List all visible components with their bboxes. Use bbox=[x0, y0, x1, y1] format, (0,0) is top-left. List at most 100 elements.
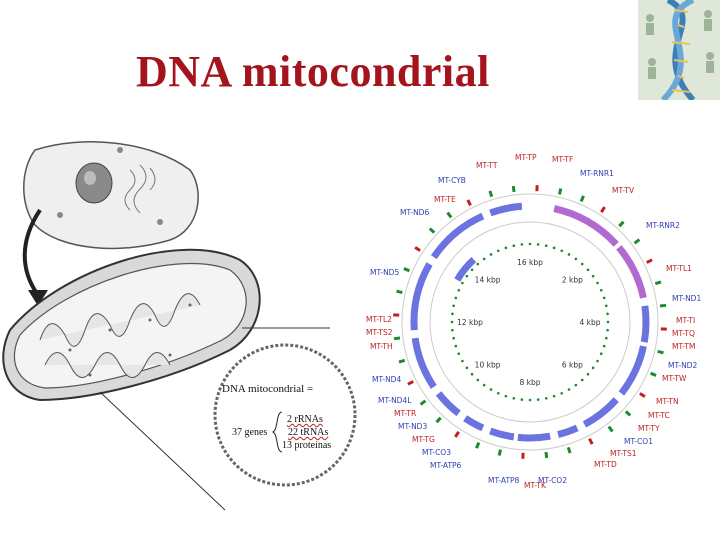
inner-dot bbox=[512, 396, 516, 400]
slide-title: DNA mitocondrial bbox=[136, 47, 490, 96]
trna-marker bbox=[435, 416, 442, 424]
inner-dot bbox=[476, 378, 480, 382]
gene-block bbox=[618, 345, 647, 396]
inner-dot bbox=[451, 312, 454, 316]
trna-marker bbox=[488, 190, 494, 198]
inner-dot bbox=[591, 366, 595, 370]
trna-marker bbox=[566, 446, 572, 454]
inner-dot bbox=[451, 328, 454, 332]
inner-dot bbox=[552, 246, 556, 250]
trna-marker bbox=[659, 303, 667, 308]
inner-dot bbox=[544, 244, 548, 248]
brace-icon bbox=[272, 411, 283, 453]
trna-marker bbox=[403, 267, 410, 273]
gene-label: MT-ND3 bbox=[398, 422, 427, 431]
trna-marker bbox=[497, 449, 502, 456]
gene-label: MT-TT bbox=[476, 161, 498, 170]
trna-marker bbox=[624, 410, 632, 417]
caption-gene-count: 37 genes bbox=[232, 427, 268, 438]
inner-dot bbox=[461, 359, 464, 363]
caption-rrna: 2 rRNAs bbox=[287, 414, 323, 425]
map-outer-guide bbox=[401, 193, 659, 451]
gene-block bbox=[454, 256, 477, 282]
inner-dot bbox=[536, 398, 540, 401]
inner-dot bbox=[450, 320, 454, 324]
inner-dot bbox=[591, 274, 595, 278]
trna-marker bbox=[646, 258, 653, 264]
trna-marker bbox=[407, 380, 414, 386]
inner-dot bbox=[586, 268, 590, 272]
gene-label: MT-TV bbox=[612, 186, 635, 195]
inner-dot bbox=[470, 372, 474, 376]
inner-dot bbox=[602, 296, 606, 300]
gene-label: MT-TC bbox=[648, 411, 670, 420]
trna-marker bbox=[454, 431, 460, 438]
caption-trna: 22 tRNAs bbox=[288, 427, 329, 438]
trna-marker bbox=[396, 289, 403, 294]
trna-marker bbox=[657, 350, 664, 355]
gene-label: MT-ND2 bbox=[668, 361, 697, 370]
gene-label: MT-TY bbox=[638, 424, 660, 433]
trna-marker bbox=[579, 195, 585, 202]
gene-block bbox=[640, 305, 650, 343]
inner-dot bbox=[586, 372, 590, 376]
kbp-label: 2 kbp bbox=[562, 276, 583, 285]
gene-label: MT-ATP6 bbox=[430, 461, 462, 470]
inner-dot bbox=[574, 257, 578, 261]
gene-block bbox=[616, 245, 647, 299]
inner-dot bbox=[452, 304, 456, 308]
trna-marker bbox=[446, 211, 453, 219]
gene-label: MT-TQ bbox=[672, 329, 695, 338]
inner-dot bbox=[504, 394, 508, 398]
gene-block bbox=[517, 432, 551, 442]
inner-dot bbox=[461, 281, 464, 285]
gene-label: MT-TL1 bbox=[666, 264, 692, 273]
gene-label: MT-CO2 bbox=[538, 476, 567, 485]
trna-marker bbox=[419, 399, 427, 406]
gene-block bbox=[410, 262, 433, 331]
inner-dot bbox=[504, 246, 508, 250]
kbp-label: 4 kbp bbox=[579, 318, 600, 327]
gene-label: MT-TN bbox=[656, 397, 679, 406]
inner-dot bbox=[606, 328, 609, 332]
gene-label: MT-TD bbox=[594, 460, 617, 469]
trna-marker bbox=[600, 206, 606, 213]
gene-block bbox=[582, 397, 619, 428]
kbp-label: 6 kbp bbox=[562, 360, 583, 369]
inner-dot bbox=[567, 253, 571, 256]
trna-marker bbox=[393, 313, 400, 317]
gene-block bbox=[557, 424, 579, 438]
inner-dot bbox=[454, 296, 458, 300]
dna-helix-image bbox=[638, 0, 720, 100]
trna-marker bbox=[535, 185, 539, 192]
inner-dot bbox=[528, 242, 532, 246]
inner-dot bbox=[602, 344, 606, 348]
cell-mitochondrion-illustration bbox=[2, 141, 357, 511]
inner-dot bbox=[544, 396, 548, 400]
inner-dot bbox=[465, 274, 469, 278]
mtdna-ring bbox=[213, 343, 357, 487]
gene-label: MT-TL2 bbox=[366, 315, 392, 324]
gene-block bbox=[463, 415, 485, 432]
inner-dot bbox=[489, 388, 493, 391]
gene-label: MT-RNR1 bbox=[580, 169, 614, 178]
inner-dot bbox=[457, 352, 461, 356]
trna-marker bbox=[544, 451, 549, 459]
gene-block bbox=[489, 202, 523, 217]
inner-dot bbox=[606, 312, 609, 316]
kbp-label: 8 kbp bbox=[519, 378, 540, 387]
gene-label: MT-TP bbox=[515, 153, 537, 162]
gene-label: MT-TK bbox=[524, 481, 547, 490]
inner-dot bbox=[552, 394, 556, 398]
inner-dot bbox=[560, 391, 564, 395]
gene-label: MT-TM bbox=[672, 342, 695, 351]
trna-marker bbox=[414, 246, 421, 252]
inner-dot bbox=[528, 398, 532, 402]
trna-marker bbox=[521, 452, 525, 459]
gene-block bbox=[553, 205, 619, 247]
trna-marker bbox=[475, 442, 481, 449]
gene-label: MT-ATP8 bbox=[488, 476, 520, 485]
trna-marker bbox=[398, 358, 406, 364]
inner-dot bbox=[465, 366, 469, 370]
